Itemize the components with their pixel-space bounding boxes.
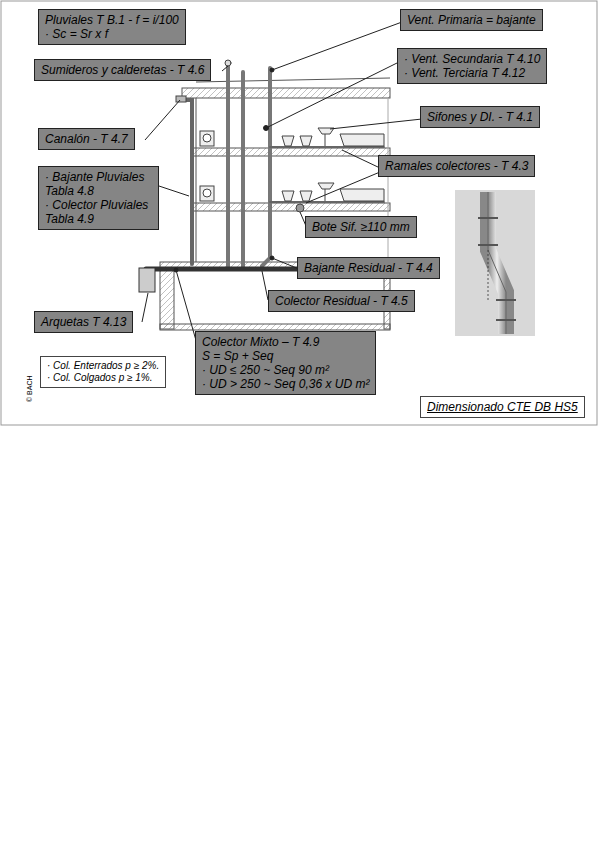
label-text: · UD ≤ 250 ~ Seq 90 m² (202, 363, 369, 377)
label-text: · Vent. Terciaria T 4.12 (404, 66, 540, 80)
label-box: Pluviales T B.1 - f = i/100· Sc = Sr x f (38, 9, 186, 45)
label-text: · UD > 250 ~ Seq 0,36 x UD m² (202, 377, 369, 391)
label-box: · Vent. Secundaria T 4.10· Vent. Terciar… (397, 48, 547, 84)
label-box: Bote Sif. ≥110 mm (305, 216, 417, 238)
pipe-offset-photo (455, 190, 535, 336)
label-text: · Vent. Secundaria T 4.10 (404, 52, 540, 66)
label-text: Ramales colectores - T 4.3 (385, 159, 528, 173)
label-text: · Col. Colgados p ≥ 1%. (47, 372, 159, 384)
label-text: · Sc = Sr x f (45, 27, 179, 41)
fixtures (200, 128, 384, 212)
label-box: Colector Residual - T 4.5 (268, 290, 415, 312)
label-box: Colector Mixto – T 4.9S = Sp + Seq· UD ≤… (195, 331, 376, 395)
label-text: Bote Sif. ≥110 mm (312, 220, 410, 234)
label-box: Sumideros y calderetas - T 4.6 (34, 59, 211, 81)
label-text: Dimensionado CTE DB HS5 (427, 400, 578, 414)
label-text: Sumideros y calderetas - T 4.6 (41, 63, 204, 77)
frame (1, 1, 597, 425)
label-text: · Col. Enterrados p ≥ 2%. (47, 360, 159, 372)
label-text: Vent. Primaria = bajante (407, 13, 536, 27)
label-text: S = Sp + Seq (202, 349, 369, 363)
label-text: Colector Mixto – T 4.9 (202, 335, 369, 349)
label-text: Pluviales T B.1 - f = i/100 (45, 13, 179, 27)
label-box: Arquetas T 4.13 (34, 311, 133, 333)
label-text: · Colector Pluviales Tabla 4.9 (45, 198, 152, 226)
label-box: Sifones y DI. - T 4.1 (420, 106, 540, 128)
label-text: Bajante Residual - T 4.4 (304, 261, 433, 275)
label-box: Bajante Residual - T 4.4 (297, 257, 440, 279)
label-box: Dimensionado CTE DB HS5 (420, 396, 585, 418)
label-text: Sifones y DI. - T 4.1 (427, 110, 533, 124)
label-box: Ramales colectores - T 4.3 (378, 155, 535, 177)
label-box: · Col. Enterrados p ≥ 2%.· Col. Colgados… (40, 356, 166, 388)
label-text: · Bajante Pluviales Tabla 4.8 (45, 170, 152, 198)
copyright: © BACH (26, 375, 33, 402)
label-box: · Bajante Pluviales Tabla 4.8· Colector … (38, 166, 159, 230)
label-box: Vent. Primaria = bajante (400, 9, 543, 31)
label-text: Arquetas T 4.13 (41, 315, 126, 329)
label-text: Canalón - T 4.7 (45, 132, 128, 146)
label-text: Colector Residual - T 4.5 (275, 294, 408, 308)
label-box: Canalón - T 4.7 (38, 128, 135, 150)
